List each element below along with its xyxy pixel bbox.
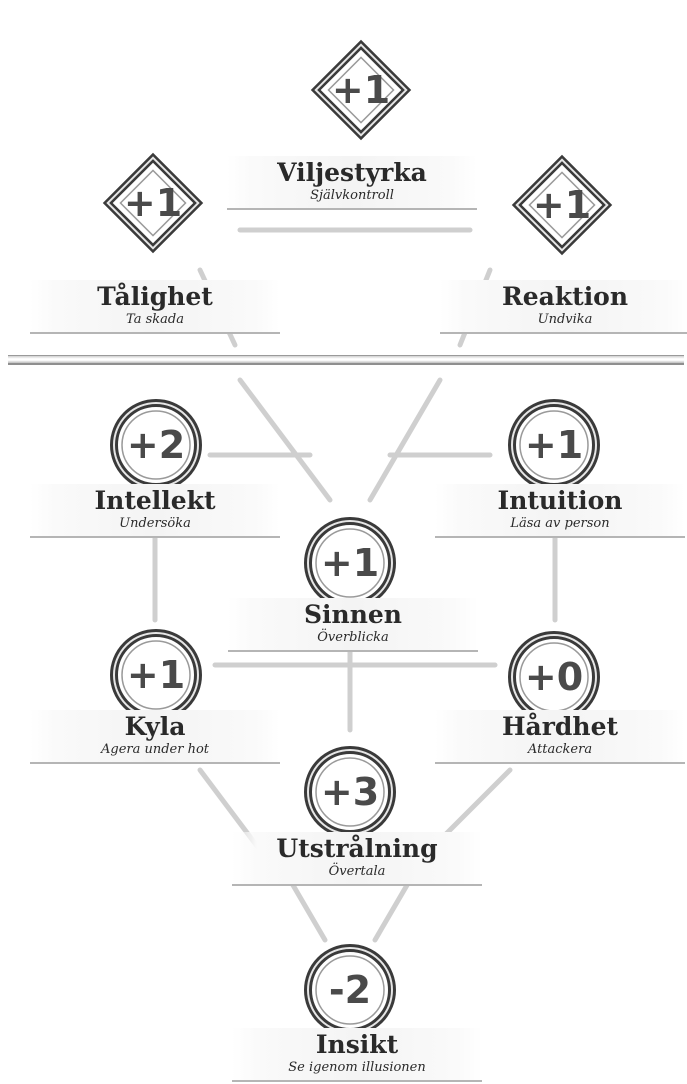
stat-move: Självkontroll — [227, 188, 477, 204]
stat-move: Agera under hot — [30, 742, 280, 758]
kyla-label: Kyla Agera under hot — [30, 710, 280, 764]
stat-move: Se igenom illusionen — [232, 1060, 482, 1076]
stat-name: Hårdhet — [435, 712, 685, 742]
viljestyrka-badge: +1 — [301, 30, 421, 150]
talighet-badge: +1 — [93, 143, 213, 263]
insikt-label: Insikt Se igenom illusionen — [232, 1028, 482, 1082]
stat-move: Attackera — [435, 742, 685, 758]
reaktion-label: Reaktion Undvika — [440, 280, 687, 334]
stat-name: Utstrålning — [232, 834, 482, 864]
stat-move: Undersöka — [30, 516, 280, 532]
stat-move: Övertala — [232, 864, 482, 880]
hardhet-label: Hårdhet Attackera — [435, 710, 685, 764]
stat-name: Tålighet — [30, 282, 280, 312]
stat-value: +1 — [301, 30, 421, 150]
talighet-label: Tålighet Ta skada — [30, 280, 280, 334]
intellekt-label: Intellekt Undersöka — [30, 484, 280, 538]
stat-name: Kyla — [30, 712, 280, 742]
stat-move: Ta skada — [30, 312, 280, 328]
intuition-label: Intuition Läsa av person — [435, 484, 685, 538]
stat-move: Undvika — [440, 312, 687, 328]
sinnen-label: Sinnen Överblicka — [228, 598, 478, 652]
stat-move: Överblicka — [228, 630, 478, 646]
utstralning-label: Utstrålning Övertala — [232, 832, 482, 886]
section-divider — [8, 355, 684, 365]
stat-name: Sinnen — [228, 600, 478, 630]
stat-name: Viljestyrka — [227, 158, 477, 188]
stat-move: Läsa av person — [435, 516, 685, 532]
stat-name: Intuition — [435, 486, 685, 516]
stat-value: +1 — [502, 145, 622, 265]
reaktion-badge: +1 — [502, 145, 622, 265]
stat-name: Intellekt — [30, 486, 280, 516]
stat-value: +1 — [93, 143, 213, 263]
viljestyrka-label: Viljestyrka Självkontroll — [227, 156, 477, 210]
stat-name: Reaktion — [440, 282, 687, 312]
stat-name: Insikt — [232, 1030, 482, 1060]
